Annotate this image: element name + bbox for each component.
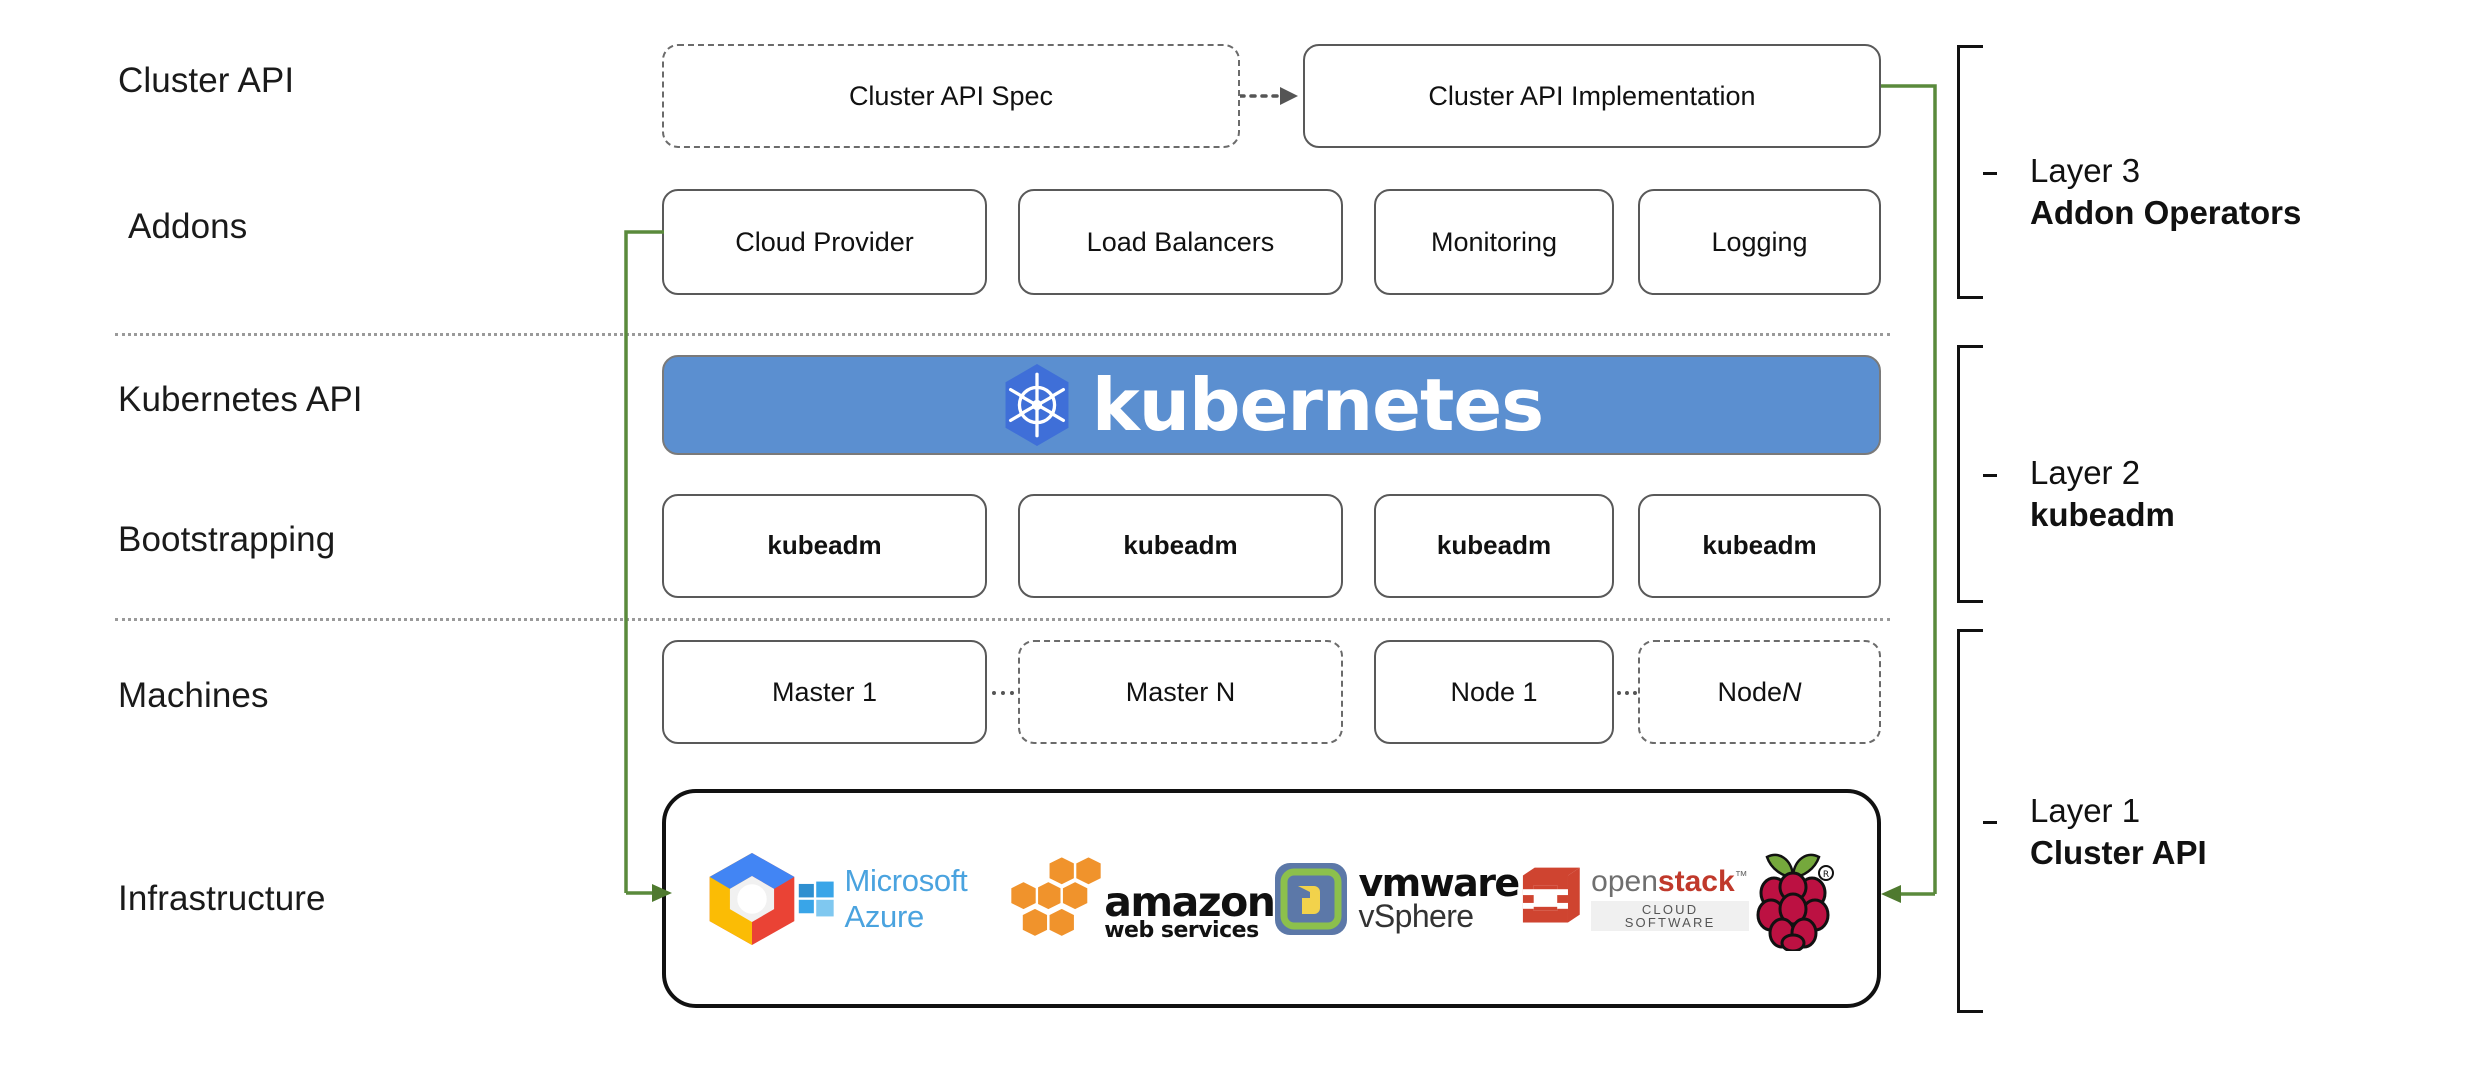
node-label: Node <box>1717 676 1783 707</box>
layer-label-2: Layer 2 kubeadm <box>2030 452 2175 536</box>
row-label-machines: Machines <box>118 676 269 715</box>
node-node-1[interactable]: Node 1 <box>1374 640 1614 744</box>
bracket-layer-1 <box>1957 629 1997 1013</box>
node-label: Cloud Provider <box>735 226 914 257</box>
microsoft-azure-logo[interactable]: Microsoft Azure <box>798 863 1010 935</box>
windows-icon <box>798 881 834 916</box>
green-connector-implementation-to-infrastructure <box>1881 84 1937 903</box>
azure-wordmark: Microsoft Azure <box>844 862 968 934</box>
node-label: kubeadm <box>1123 530 1238 561</box>
openstack-wordmark-stack: stack <box>1657 864 1735 898</box>
node-node-n[interactable]: Node N <box>1638 640 1881 744</box>
node-kubeadm-2[interactable]: kubeadm <box>1018 494 1343 598</box>
vsphere-icon <box>1275 862 1348 935</box>
aws-cubes-icon <box>1010 855 1103 939</box>
layer-3-line2: Addon Operators <box>2030 194 2302 232</box>
vsphere-wordmark: vSphere <box>1358 898 1474 935</box>
node-cloud-provider[interactable]: Cloud Provider <box>662 189 987 295</box>
vmware-vsphere-logo[interactable]: vmware vSphere <box>1274 861 1520 936</box>
node-cluster-api-implementation[interactable]: Cluster API Implementation <box>1303 44 1881 148</box>
kubernetes-banner: kubernetes <box>662 355 1881 455</box>
node-label: kubeadm <box>1436 530 1552 561</box>
node-monitoring[interactable]: Monitoring <box>1374 189 1614 295</box>
aws-wordmark-web-services: web services <box>1104 918 1259 944</box>
openstack-icon <box>1522 867 1580 923</box>
node-logging[interactable]: Logging <box>1638 189 1881 295</box>
node-label: Monitoring <box>1430 226 1558 257</box>
layer-2-line1: Layer 2 <box>2030 454 2141 491</box>
connector-node1-nodeN <box>1617 691 1637 695</box>
row-label-bootstrapping: Bootstrapping <box>118 520 336 559</box>
layer-1-line2: Cluster API <box>2030 834 2207 872</box>
node-kubeadm-1[interactable]: kubeadm <box>662 494 987 598</box>
row-label-cluster-api: Cluster API <box>118 61 295 100</box>
openstack-tagline: CLOUD SOFTWARE <box>1591 900 1749 931</box>
layer-3-line1: Layer 3 <box>2030 152 2141 189</box>
layer-1-line1: Layer 1 <box>2030 792 2141 829</box>
kubernetes-helm-icon <box>1005 364 1069 446</box>
node-master-n[interactable]: Master N <box>1018 640 1343 744</box>
separator-layer3-layer2 <box>115 333 1890 336</box>
node-cluster-api-spec[interactable]: Cluster API Spec <box>662 44 1240 148</box>
layer-label-3: Layer 3 Addon Operators <box>2030 150 2301 234</box>
node-label: Logging <box>1711 226 1808 257</box>
node-kubeadm-4[interactable]: kubeadm <box>1638 494 1881 598</box>
dotted-arrow-spec-to-implementation <box>1240 87 1298 105</box>
separator-layer2-layer1 <box>115 618 1890 621</box>
node-label: Cluster API Spec <box>848 80 1054 111</box>
node-kubeadm-3[interactable]: kubeadm <box>1374 494 1614 598</box>
layer-2-line2: kubeadm <box>2030 496 2175 534</box>
amazon-web-services-logo[interactable]: amazon web services <box>1010 855 1276 944</box>
node-label: Node 1 <box>1450 676 1538 707</box>
connector-master1-masterN <box>992 691 1014 695</box>
row-label-kubernetes-api: Kubernetes API <box>118 380 363 419</box>
openstack-logo[interactable]: openstack™ CLOUD SOFTWARE <box>1519 863 1749 935</box>
raspberry-icon: R <box>1756 853 1834 951</box>
layer-label-1: Layer 1 Cluster API <box>2030 790 2207 874</box>
openstack-wordmark-open: open <box>1591 864 1658 898</box>
bracket-layer-3 <box>1957 45 1997 299</box>
kubernetes-wordmark: kubernetes <box>1091 363 1544 447</box>
row-label-infrastructure: Infrastructure <box>118 879 326 918</box>
aws-wordmark-amazon: amazon <box>1104 877 1276 926</box>
node-master-1[interactable]: Master 1 <box>662 640 987 744</box>
raspberry-pi-logo[interactable]: R <box>1749 847 1837 951</box>
node-label: Cluster API Implementation <box>1428 80 1756 111</box>
svg-text:R: R <box>1823 870 1829 880</box>
row-label-addons: Addons <box>128 207 248 246</box>
node-label: kubeadm <box>1702 530 1817 561</box>
node-label: Load Balancers <box>1086 226 1275 257</box>
bracket-layer-2 <box>1957 345 1997 603</box>
google-cloud-platform-logo[interactable] <box>706 851 798 947</box>
vmware-wordmark: vmware <box>1358 861 1520 906</box>
node-label-emphasis: N <box>1782 676 1802 707</box>
node-label: Master 1 <box>771 676 878 707</box>
node-label: Master N <box>1125 676 1236 707</box>
node-label: kubeadm <box>767 530 882 561</box>
infrastructure-container: Microsoft Azure amazon web services <box>662 789 1881 1008</box>
node-load-balancers[interactable]: Load Balancers <box>1018 189 1343 295</box>
